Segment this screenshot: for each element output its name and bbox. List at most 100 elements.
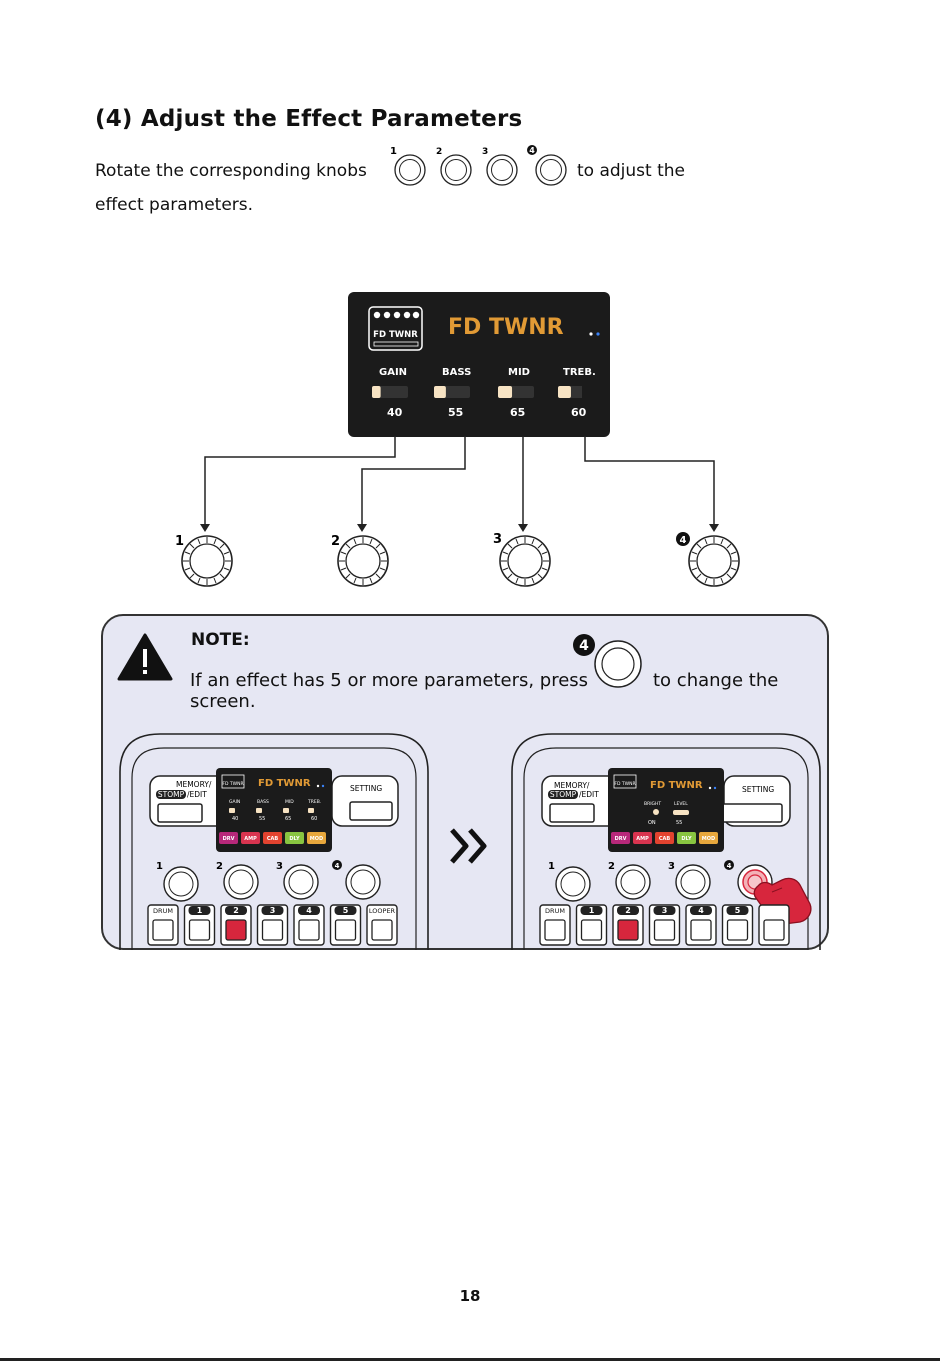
footswitch-label: 1: [197, 906, 203, 915]
module-label: CAB: [659, 836, 671, 842]
knob-3-icon[interactable]: 3: [493, 532, 551, 587]
svg-text:1: 1: [390, 146, 397, 157]
footswitch-pad[interactable]: [371, 919, 393, 941]
note-text-line1: If an effect has 5 or more parameters, p…: [190, 670, 589, 691]
intro-knob-row: 1 2 3 4: [390, 145, 567, 186]
right-setting-button[interactable]: SETTING: [721, 775, 791, 827]
param-value-bass: 55: [448, 406, 464, 419]
svg-text:SETTING: SETTING: [350, 784, 382, 793]
right-memory-button[interactable]: MEMORY/ STOMP /EDIT: [541, 775, 621, 827]
intro-knob-3-icon: 3: [482, 147, 518, 186]
footswitch-label: 3: [270, 906, 276, 915]
footswitch-label: 2: [233, 906, 239, 915]
module-button[interactable]: [307, 832, 326, 844]
footswitch-pad[interactable]: [298, 919, 320, 941]
svg-text:GAIN: GAIN: [229, 799, 240, 805]
left-memory-button[interactable]: MEMORY/ STOMP /EDIT: [149, 775, 229, 827]
svg-text:MEMORY/: MEMORY/: [554, 781, 590, 790]
device-right: MEMORY/ STOMP /EDIT SETTING FD TWNR FD T…: [511, 733, 821, 950]
param-slider-fill: [372, 386, 381, 398]
active-footswitch-pad[interactable]: [225, 919, 247, 941]
footswitch-pad[interactable]: [690, 919, 712, 941]
svg-text:FD TWNR: FD TWNR: [614, 781, 635, 787]
right-screen: [608, 768, 724, 852]
svg-text:65: 65: [285, 816, 291, 822]
module-button[interactable]: [655, 832, 674, 844]
svg-text:55: 55: [676, 820, 682, 826]
param-value-treb: 60: [571, 406, 587, 419]
knob-4-icon[interactable]: 4: [676, 532, 740, 587]
param-label-mid: MID: [508, 367, 530, 378]
page-dots-icon: [589, 332, 600, 336]
svg-text:3: 3: [482, 147, 488, 157]
module-button[interactable]: [285, 832, 304, 844]
effect-pedal-icon: FD TWNR: [368, 306, 423, 351]
param-label-bass: BASS: [442, 367, 472, 378]
left-knob-row: 1 2 3 4: [156, 860, 381, 902]
device-left: MEMORY/ STOMP /EDIT SETTING FD TWNR FD T…: [119, 733, 429, 950]
svg-text:2: 2: [216, 861, 223, 872]
param-value-gain: 40: [387, 406, 403, 419]
footswitch-label: DRUM: [153, 907, 173, 915]
module-button[interactable]: [633, 832, 652, 844]
footswitch-pad[interactable]: [544, 919, 566, 941]
intro-knob-1-icon: 1: [390, 146, 426, 186]
knob-2-icon[interactable]: 2: [331, 534, 389, 587]
svg-text:4: 4: [529, 146, 535, 155]
note-knob-4-icon: 4: [573, 634, 642, 688]
svg-text:/EDIT: /EDIT: [187, 790, 207, 799]
module-label: MOD: [310, 836, 323, 842]
module-label: AMP: [244, 836, 257, 842]
footswitch-label: 4: [306, 906, 312, 915]
footswitch-pad[interactable]: [152, 919, 174, 941]
footswitch-pad[interactable]: [261, 919, 284, 941]
param-label-gain: GAIN: [379, 367, 408, 378]
module-label: DRV: [223, 836, 235, 842]
svg-text:BRIGHT: BRIGHT: [644, 801, 661, 807]
footswitch-label: 3: [662, 906, 668, 915]
knob-1-icon[interactable]: 1: [175, 534, 233, 587]
footswitch-label: 1: [589, 906, 595, 915]
note-title: NOTE:: [191, 630, 250, 650]
module-label: DLY: [289, 836, 300, 842]
connector-arrows: [200, 436, 719, 532]
module-label: AMP: [636, 836, 649, 842]
module-button[interactable]: [241, 832, 260, 844]
footswitch-pad[interactable]: [580, 919, 603, 941]
svg-text:MEMORY/: MEMORY/: [176, 780, 212, 789]
module-button[interactable]: [611, 832, 630, 844]
module-button[interactable]: [219, 832, 238, 844]
svg-text:FD TWNR: FD TWNR: [373, 330, 418, 340]
module-button[interactable]: [677, 832, 696, 844]
footswitch-label: LOOPER: [369, 907, 396, 915]
svg-text:2: 2: [436, 147, 442, 157]
footswitch-pad[interactable]: [188, 919, 211, 941]
svg-text:1: 1: [548, 861, 555, 872]
footswitch-label: 4: [698, 906, 704, 915]
svg-text:FD TWNR: FD TWNR: [650, 780, 703, 791]
active-footswitch-pad[interactable]: [617, 919, 639, 941]
param-value-mid: 65: [510, 406, 526, 419]
param-label-treb: TREB.: [563, 367, 596, 378]
mini-slider: [283, 808, 289, 813]
svg-text:3: 3: [668, 861, 675, 872]
svg-text:4: 4: [579, 638, 589, 654]
svg-text:BASS: BASS: [257, 799, 269, 805]
svg-text:3: 3: [493, 532, 502, 547]
footswitch-pad[interactable]: [763, 919, 785, 941]
footswitch-pad[interactable]: [726, 919, 749, 941]
module-button[interactable]: [699, 832, 718, 844]
module-button[interactable]: [263, 832, 282, 844]
left-setting-button[interactable]: SETTING: [331, 775, 399, 827]
footswitch-pad[interactable]: [653, 919, 676, 941]
svg-text:1: 1: [175, 534, 184, 549]
svg-text:40: 40: [232, 816, 238, 822]
left-screen: [216, 768, 332, 852]
svg-text:4: 4: [727, 862, 732, 870]
footswitch-label: 5: [343, 906, 349, 915]
bottom-rule: [0, 1358, 940, 1361]
svg-text:ON: ON: [648, 820, 656, 826]
footswitch-pad[interactable]: [334, 919, 357, 941]
module-label: DRV: [615, 836, 627, 842]
intro-knob-2-icon: 2: [436, 147, 472, 186]
